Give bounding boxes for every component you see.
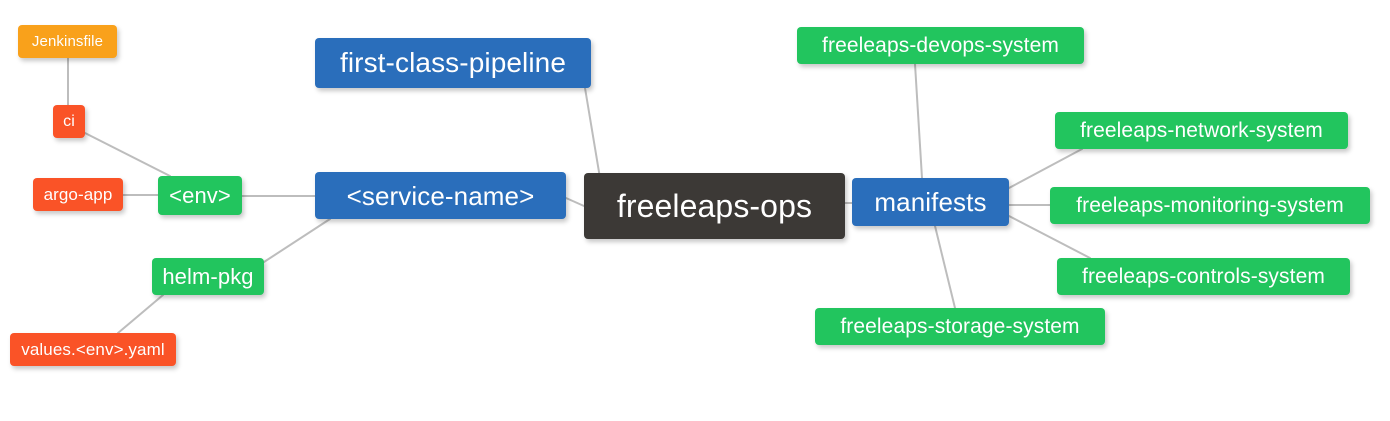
edge-env-to-ci (84, 132, 171, 177)
node-label: freeleaps-controls-system (1082, 265, 1325, 288)
edge-freeleaps-ops-to-service-name (565, 197, 585, 207)
node-freeleaps-storage-system[interactable]: freeleaps-storage-system (815, 308, 1105, 345)
node-freeleaps-ops[interactable]: freeleaps-ops (584, 173, 845, 239)
node-label: freeleaps-monitoring-system (1076, 194, 1344, 217)
node-label: argo-app (43, 185, 113, 204)
node-values-yaml[interactable]: values.<env>.yaml (10, 333, 176, 366)
node-freeleaps-devops-system[interactable]: freeleaps-devops-system (797, 27, 1084, 64)
node-label: freeleaps-ops (616, 188, 813, 224)
edge-manifests-to-freeleaps-network-system (1008, 148, 1083, 189)
node-helm-pkg[interactable]: helm-pkg (152, 258, 264, 295)
node-freeleaps-monitoring-system[interactable]: freeleaps-monitoring-system (1050, 187, 1370, 224)
edge-helm-pkg-to-values-yaml (117, 294, 164, 334)
node-env[interactable]: <env> (158, 176, 242, 215)
node-freeleaps-network-system[interactable]: freeleaps-network-system (1055, 112, 1348, 149)
node-label: <env> (169, 182, 231, 208)
node-label: Jenkinsfile (31, 33, 104, 50)
node-label: <service-name> (346, 180, 535, 211)
node-freeleaps-controls-system[interactable]: freeleaps-controls-system (1057, 258, 1350, 295)
node-argo-app[interactable]: argo-app (33, 178, 123, 211)
edge-manifests-to-freeleaps-devops-system (914, 63, 923, 179)
node-manifests[interactable]: manifests (852, 178, 1009, 226)
node-label: freeleaps-storage-system (840, 315, 1080, 338)
node-ci[interactable]: ci (53, 105, 85, 138)
node-first-class-pipeline[interactable]: first-class-pipeline (315, 38, 591, 88)
edge-manifests-to-freeleaps-storage-system (934, 225, 956, 309)
edge-service-name-to-helm-pkg (263, 218, 331, 263)
node-service-name[interactable]: <service-name> (315, 172, 566, 219)
node-label: freeleaps-devops-system (822, 34, 1059, 57)
node-label: first-class-pipeline (339, 47, 567, 78)
node-label: helm-pkg (162, 263, 254, 289)
node-label: freeleaps-network-system (1080, 119, 1323, 142)
node-label: ci (63, 112, 75, 130)
node-jenkinsfile[interactable]: Jenkinsfile (18, 25, 117, 58)
node-label: values.<env>.yaml (21, 340, 165, 359)
node-label: manifests (874, 187, 987, 217)
edge-freeleaps-ops-to-first-class-pipeline (584, 87, 601, 179)
